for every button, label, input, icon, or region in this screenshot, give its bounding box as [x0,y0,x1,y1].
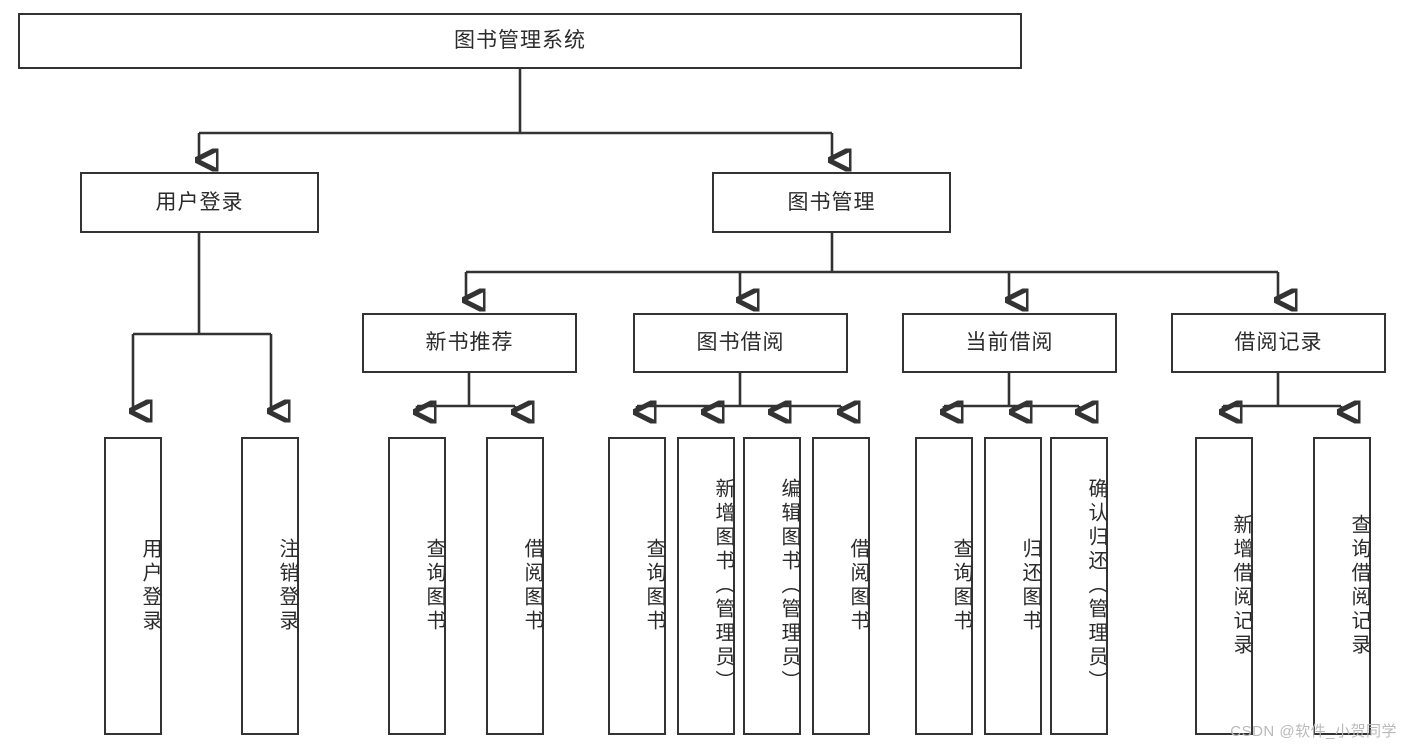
leaf-add-borrow-record[interactable]: 新增借阅记录 [1195,437,1253,735]
leaf-label: 新增借阅记录 [1230,514,1252,658]
node-book-management[interactable]: 图书管理 [712,172,951,233]
leaf-label: 编辑图书（管理员） [778,478,800,694]
leaf-user-login[interactable]: 用户登录 [104,437,162,735]
leaf-logout[interactable]: 注销登录 [241,437,299,735]
leaf-label: 查询借阅记录 [1348,514,1370,658]
node-borrow-records[interactable]: 借阅记录 [1171,313,1386,373]
node-current-borrow[interactable]: 当前借阅 [902,313,1117,373]
node-root-system[interactable]: 图书管理系统 [18,13,1022,69]
leaf-label: 借阅图书 [521,538,543,634]
leaf-return-book[interactable]: 归还图书 [984,437,1042,735]
leaf-label: 用户登录 [139,538,161,634]
leaf-label: 借阅图书 [847,538,869,634]
leaf-label: 确认归还（管理员） [1085,478,1107,694]
leaf-borrow-book-recommend[interactable]: 借阅图书 [486,437,544,735]
leaf-add-book-admin[interactable]: 新增图书（管理员） [677,437,735,735]
leaf-label: 新增图书（管理员） [712,478,734,694]
leaf-confirm-return-admin[interactable]: 确认归还（管理员） [1050,437,1108,735]
leaf-label: 查询图书 [423,538,445,634]
leaf-query-book-recommend[interactable]: 查询图书 [388,437,446,735]
leaf-borrow-book[interactable]: 借阅图书 [812,437,870,735]
leaf-label: 查询图书 [643,538,665,634]
leaf-query-book-current[interactable]: 查询图书 [915,437,973,735]
leaf-label: 注销登录 [276,538,298,634]
leaf-label: 查询图书 [950,538,972,634]
leaf-query-book-borrow[interactable]: 查询图书 [608,437,666,735]
node-user-login[interactable]: 用户登录 [80,172,319,233]
node-book-borrow[interactable]: 图书借阅 [633,313,848,373]
leaf-label: 归还图书 [1019,538,1041,634]
leaf-query-borrow-record[interactable]: 查询借阅记录 [1313,437,1371,735]
node-new-book-recommend[interactable]: 新书推荐 [362,313,577,373]
leaf-edit-book-admin[interactable]: 编辑图书（管理员） [743,437,801,735]
